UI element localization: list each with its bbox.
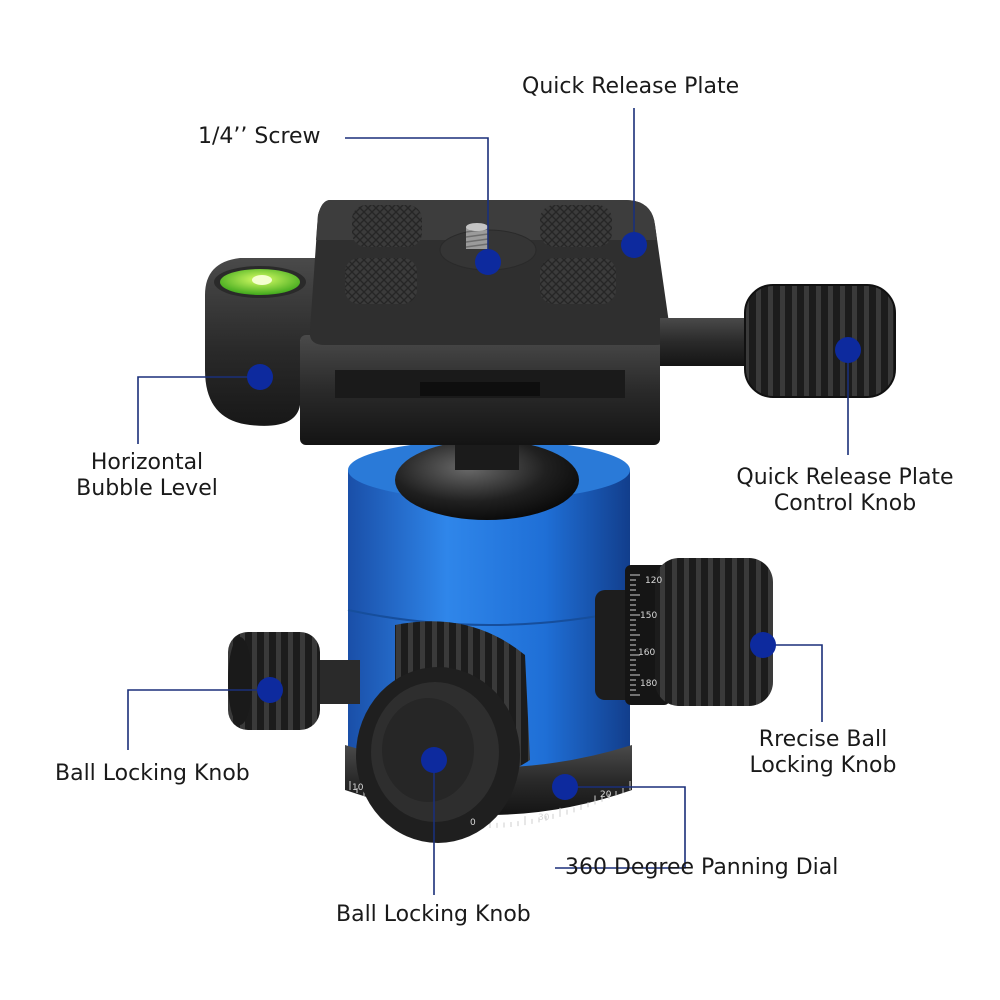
pan-scale-mark: 0: [470, 818, 476, 828]
label-precise-ball-locking-knob: Rrecise Ball Locking Knob: [742, 727, 904, 779]
side-scale-mark: 120: [645, 576, 662, 586]
leader-precise-knob-line: [763, 644, 823, 722]
label-quick-release-plate: Quick Release Plate: [522, 74, 740, 99]
label-plate-control-knob: Quick Release Plate Control Knob: [732, 465, 958, 517]
left-knob: [228, 632, 360, 730]
pan-scale-mark: 20: [600, 790, 612, 800]
label-bubble-level: Horizontal Bubble Level: [72, 450, 222, 502]
side-scale-mark: 180: [640, 679, 657, 689]
label-line: Bubble Level: [76, 476, 218, 501]
label-line: Horizontal: [90, 450, 204, 475]
pan-scale-mark: 10: [352, 783, 364, 793]
leader-bubble-level-line: [137, 376, 260, 444]
plate-control-knob: [660, 284, 896, 398]
leader-precise-knob-dot: [750, 632, 776, 658]
side-scale-mark: 150: [640, 611, 657, 621]
leader-quick-release-plate-dot: [621, 232, 647, 258]
leader-panning-dial-line: [555, 786, 686, 869]
leader-left-knob-dot: [257, 677, 283, 703]
label-screw: 1/4’’ Screw: [198, 124, 321, 149]
leader-screw-dot: [475, 249, 501, 275]
label-line: Locking Knob: [749, 753, 897, 778]
leader-front-knob-dot: [421, 747, 447, 773]
leader-left-knob-line: [127, 689, 270, 750]
label-ball-locking-knob-bottom: Ball Locking Knob: [336, 902, 531, 927]
pan-scale-mark: 30: [538, 813, 550, 823]
label-line: Control Knob: [773, 491, 917, 516]
leader-bubble-level-dot: [247, 364, 273, 390]
label-line: Rrecise Ball: [758, 727, 888, 752]
label-line: Quick Release Plate: [736, 465, 954, 490]
side-knob-scale: [630, 574, 640, 696]
side-scale-mark: 160: [638, 648, 655, 658]
label-ball-locking-knob-left: Ball Locking Knob: [55, 761, 250, 786]
leader-panning-dial-dot: [552, 774, 578, 800]
leader-plate-control-knob-dot: [835, 337, 861, 363]
leader-screw-line: [345, 137, 489, 262]
label-panning-dial: 360 Degree Panning Dial: [565, 855, 839, 880]
precise-knob: [595, 558, 773, 706]
